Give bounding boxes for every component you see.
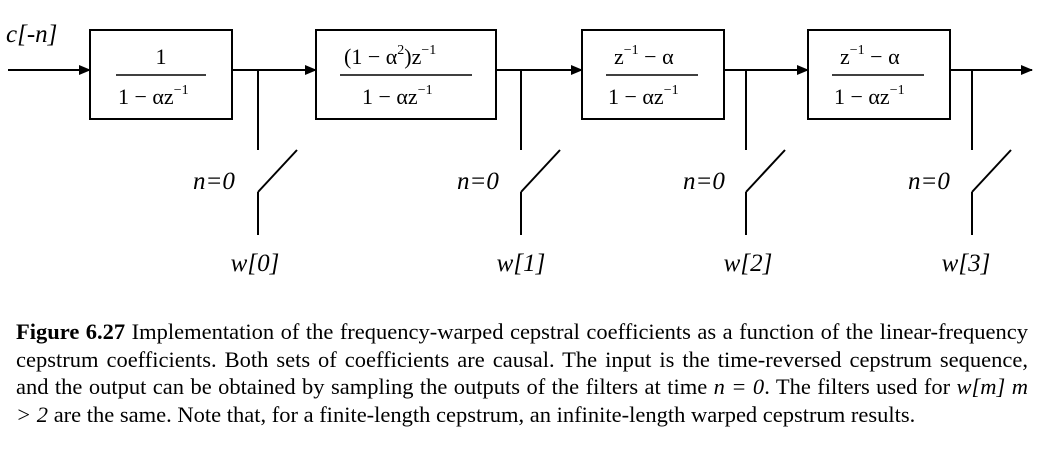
figure-label: Figure 6.27 — [16, 319, 126, 344]
caption-italic-2: w[m] m > 2 — [16, 374, 1028, 428]
switch-label-2: n=0 — [683, 168, 725, 195]
block-2-numerator: (1 − α2)z−1 — [344, 43, 436, 69]
switch-label-0: n=0 — [193, 168, 235, 195]
output-label-2: w[2] — [724, 250, 773, 277]
block-1-numerator: 1 — [156, 44, 167, 69]
block-2-denominator: 1 − αz−1 — [362, 83, 433, 109]
block-3-denominator: 1 − αz−1 — [608, 83, 679, 109]
block-1-denominator: 1 − αz−1 — [118, 83, 189, 109]
output-label-1: w[1] — [497, 250, 546, 277]
block-4-denominator: 1 − αz−1 — [834, 83, 905, 109]
caption-text-1: Implementation of the frequency-warped c… — [16, 319, 1028, 400]
block-3-numerator: z−1 − α — [614, 43, 674, 69]
output-label-3: w[3] — [942, 250, 991, 277]
sampling-switch-0 — [257, 70, 298, 235]
sampling-switch-1 — [520, 70, 561, 235]
caption-italic-1: n = 0 — [713, 374, 765, 400]
sampling-switch-3 — [971, 70, 1012, 235]
caption-text-3: are the same. Note that, for a finite-le… — [48, 402, 916, 428]
output-label-0: w[0] — [231, 250, 280, 277]
sampling-switch-2 — [745, 70, 786, 235]
switch-label-1: n=0 — [457, 168, 499, 195]
switch-label-3: n=0 — [908, 168, 950, 195]
caption-text-2: . The filters used for — [764, 374, 957, 400]
figure-caption: Figure 6.27 Implementation of the freque… — [16, 318, 1028, 429]
block-4-numerator: z−1 − α — [840, 43, 900, 69]
block-diagram: c[-n] 1 1 − αz−1 (1 − α2)z−1 1 − αz−1 z−… — [6, 21, 1033, 277]
input-label: c[-n] — [6, 21, 57, 48]
